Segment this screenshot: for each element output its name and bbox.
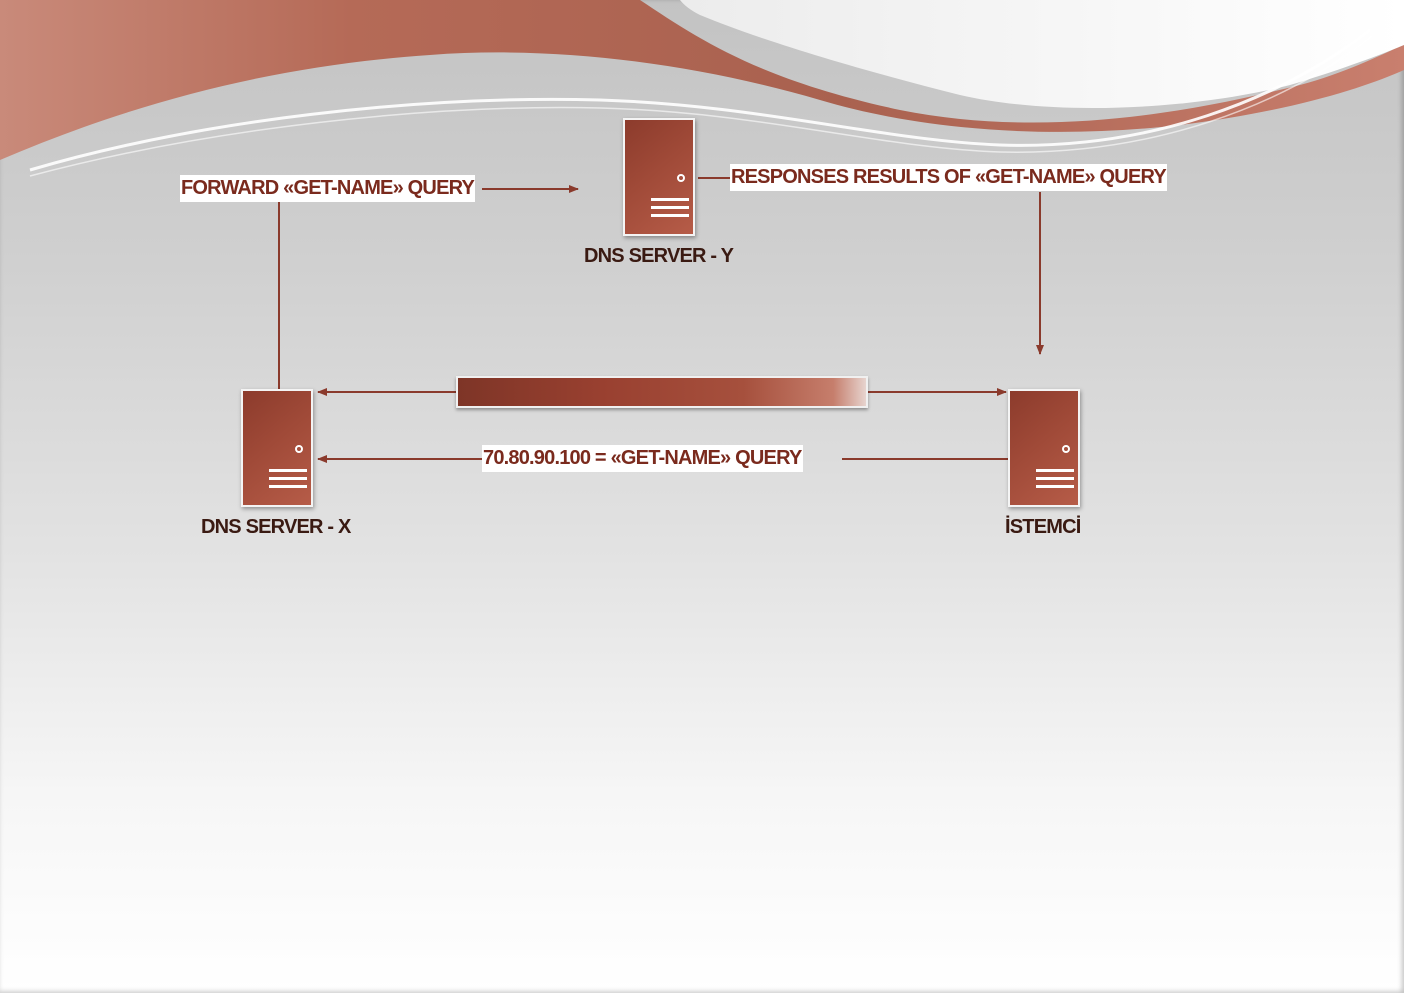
dns-server-y-caption: DNS SERVER - Y bbox=[584, 245, 734, 267]
server-slot bbox=[269, 469, 307, 472]
client-caption: İSTEMCİ bbox=[1005, 516, 1081, 538]
server-slot bbox=[1036, 485, 1074, 488]
dns-server-x-caption: DNS SERVER - X bbox=[201, 516, 351, 538]
server-led-icon bbox=[1062, 445, 1070, 453]
responses-label: RESPONSES RESULTS OF «GET-NAME» QUERY bbox=[730, 164, 1167, 191]
response-bar bbox=[456, 376, 868, 408]
forward-query-label: FORWARD «GET-NAME» QUERY bbox=[180, 175, 476, 202]
server-slot bbox=[269, 477, 307, 480]
server-led-icon bbox=[295, 445, 303, 453]
query-label: 70.80.90.100 = «GET-NAME» QUERY bbox=[482, 445, 803, 472]
server-slot bbox=[269, 485, 307, 488]
server-slot bbox=[651, 214, 689, 217]
server-slot bbox=[1036, 477, 1074, 480]
dns-server-y-icon bbox=[623, 118, 695, 236]
server-slot bbox=[1036, 469, 1074, 472]
server-led-icon bbox=[677, 174, 685, 182]
dns-server-x-icon bbox=[241, 389, 313, 507]
client-server-icon bbox=[1008, 389, 1080, 507]
server-slot bbox=[651, 198, 689, 201]
server-slot bbox=[651, 206, 689, 209]
